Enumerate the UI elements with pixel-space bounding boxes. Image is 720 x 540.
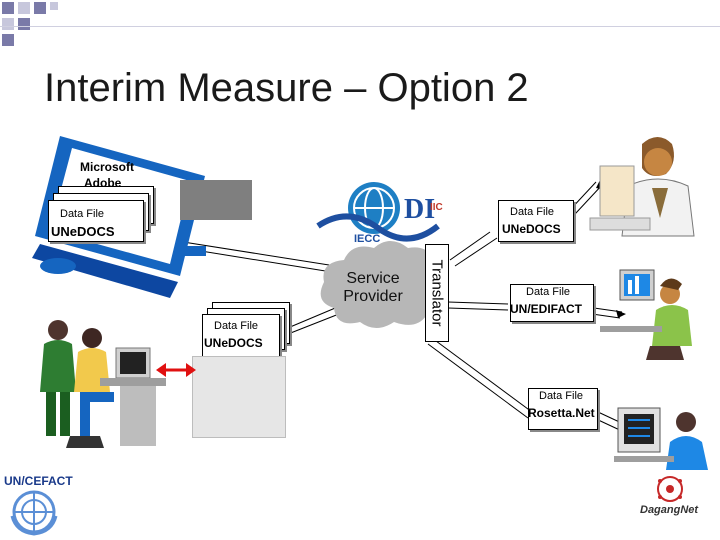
screen-text-adobe: Adobe [84, 176, 122, 186]
service-provider-cloud [320, 241, 442, 328]
page-title: Interim Measure – Option 2 [44, 66, 529, 110]
operator-clipart [614, 407, 708, 470]
pale-panel [192, 356, 286, 438]
businessman-clipart [589, 137, 695, 237]
partial-logo-text: IIC [430, 202, 443, 213]
title-rule [0, 26, 720, 27]
right-mid-doc-type: UN/EDIFACT [510, 302, 582, 316]
svg-text:IECC: IECC [354, 233, 380, 245]
translator-label: Translator [428, 259, 446, 327]
service-provider-label: Service Provider [318, 270, 428, 306]
middle-doc-label: Data File [214, 320, 259, 332]
dagangnet-logo-text: DagangNet [640, 504, 699, 516]
left-doc-type: UNeDOCS [51, 224, 115, 239]
screen-text-microsoft: Microsoft [80, 160, 134, 174]
grey-box [180, 180, 252, 220]
translator-box: Translator [425, 244, 449, 342]
top-right-doc-type: UNeDOCS [502, 222, 561, 236]
top-right-doc-label: Data File [510, 206, 555, 218]
un-emblem-icon [10, 490, 58, 536]
right-mid-doc-label: Data File [526, 286, 571, 298]
bottom-right-data-file-doc [528, 388, 598, 430]
service-provider-text: Service Provider [343, 270, 403, 305]
globe-logo: DI IECC [316, 182, 440, 245]
right-mid-data-file-doc [510, 284, 594, 322]
top-right-data-file-doc [498, 200, 574, 242]
middle-doc-type: UNeDOCS [204, 336, 263, 350]
uncefact-logo-text: UN/CEFACT [4, 474, 73, 488]
double-arrow-icon [156, 363, 196, 377]
bottom-right-doc-type: Rosetta.Net [528, 406, 595, 420]
dagangnet-emblem-icon [657, 476, 683, 502]
svg-text:DI: DI [404, 194, 435, 225]
worker-clipart [600, 269, 692, 360]
decorative-squares [2, 2, 58, 46]
bottom-right-doc-label: Data File [539, 390, 584, 402]
people-clipart [40, 320, 166, 448]
left-doc-label: Data File [60, 208, 105, 220]
left-data-file-doc [48, 200, 144, 242]
